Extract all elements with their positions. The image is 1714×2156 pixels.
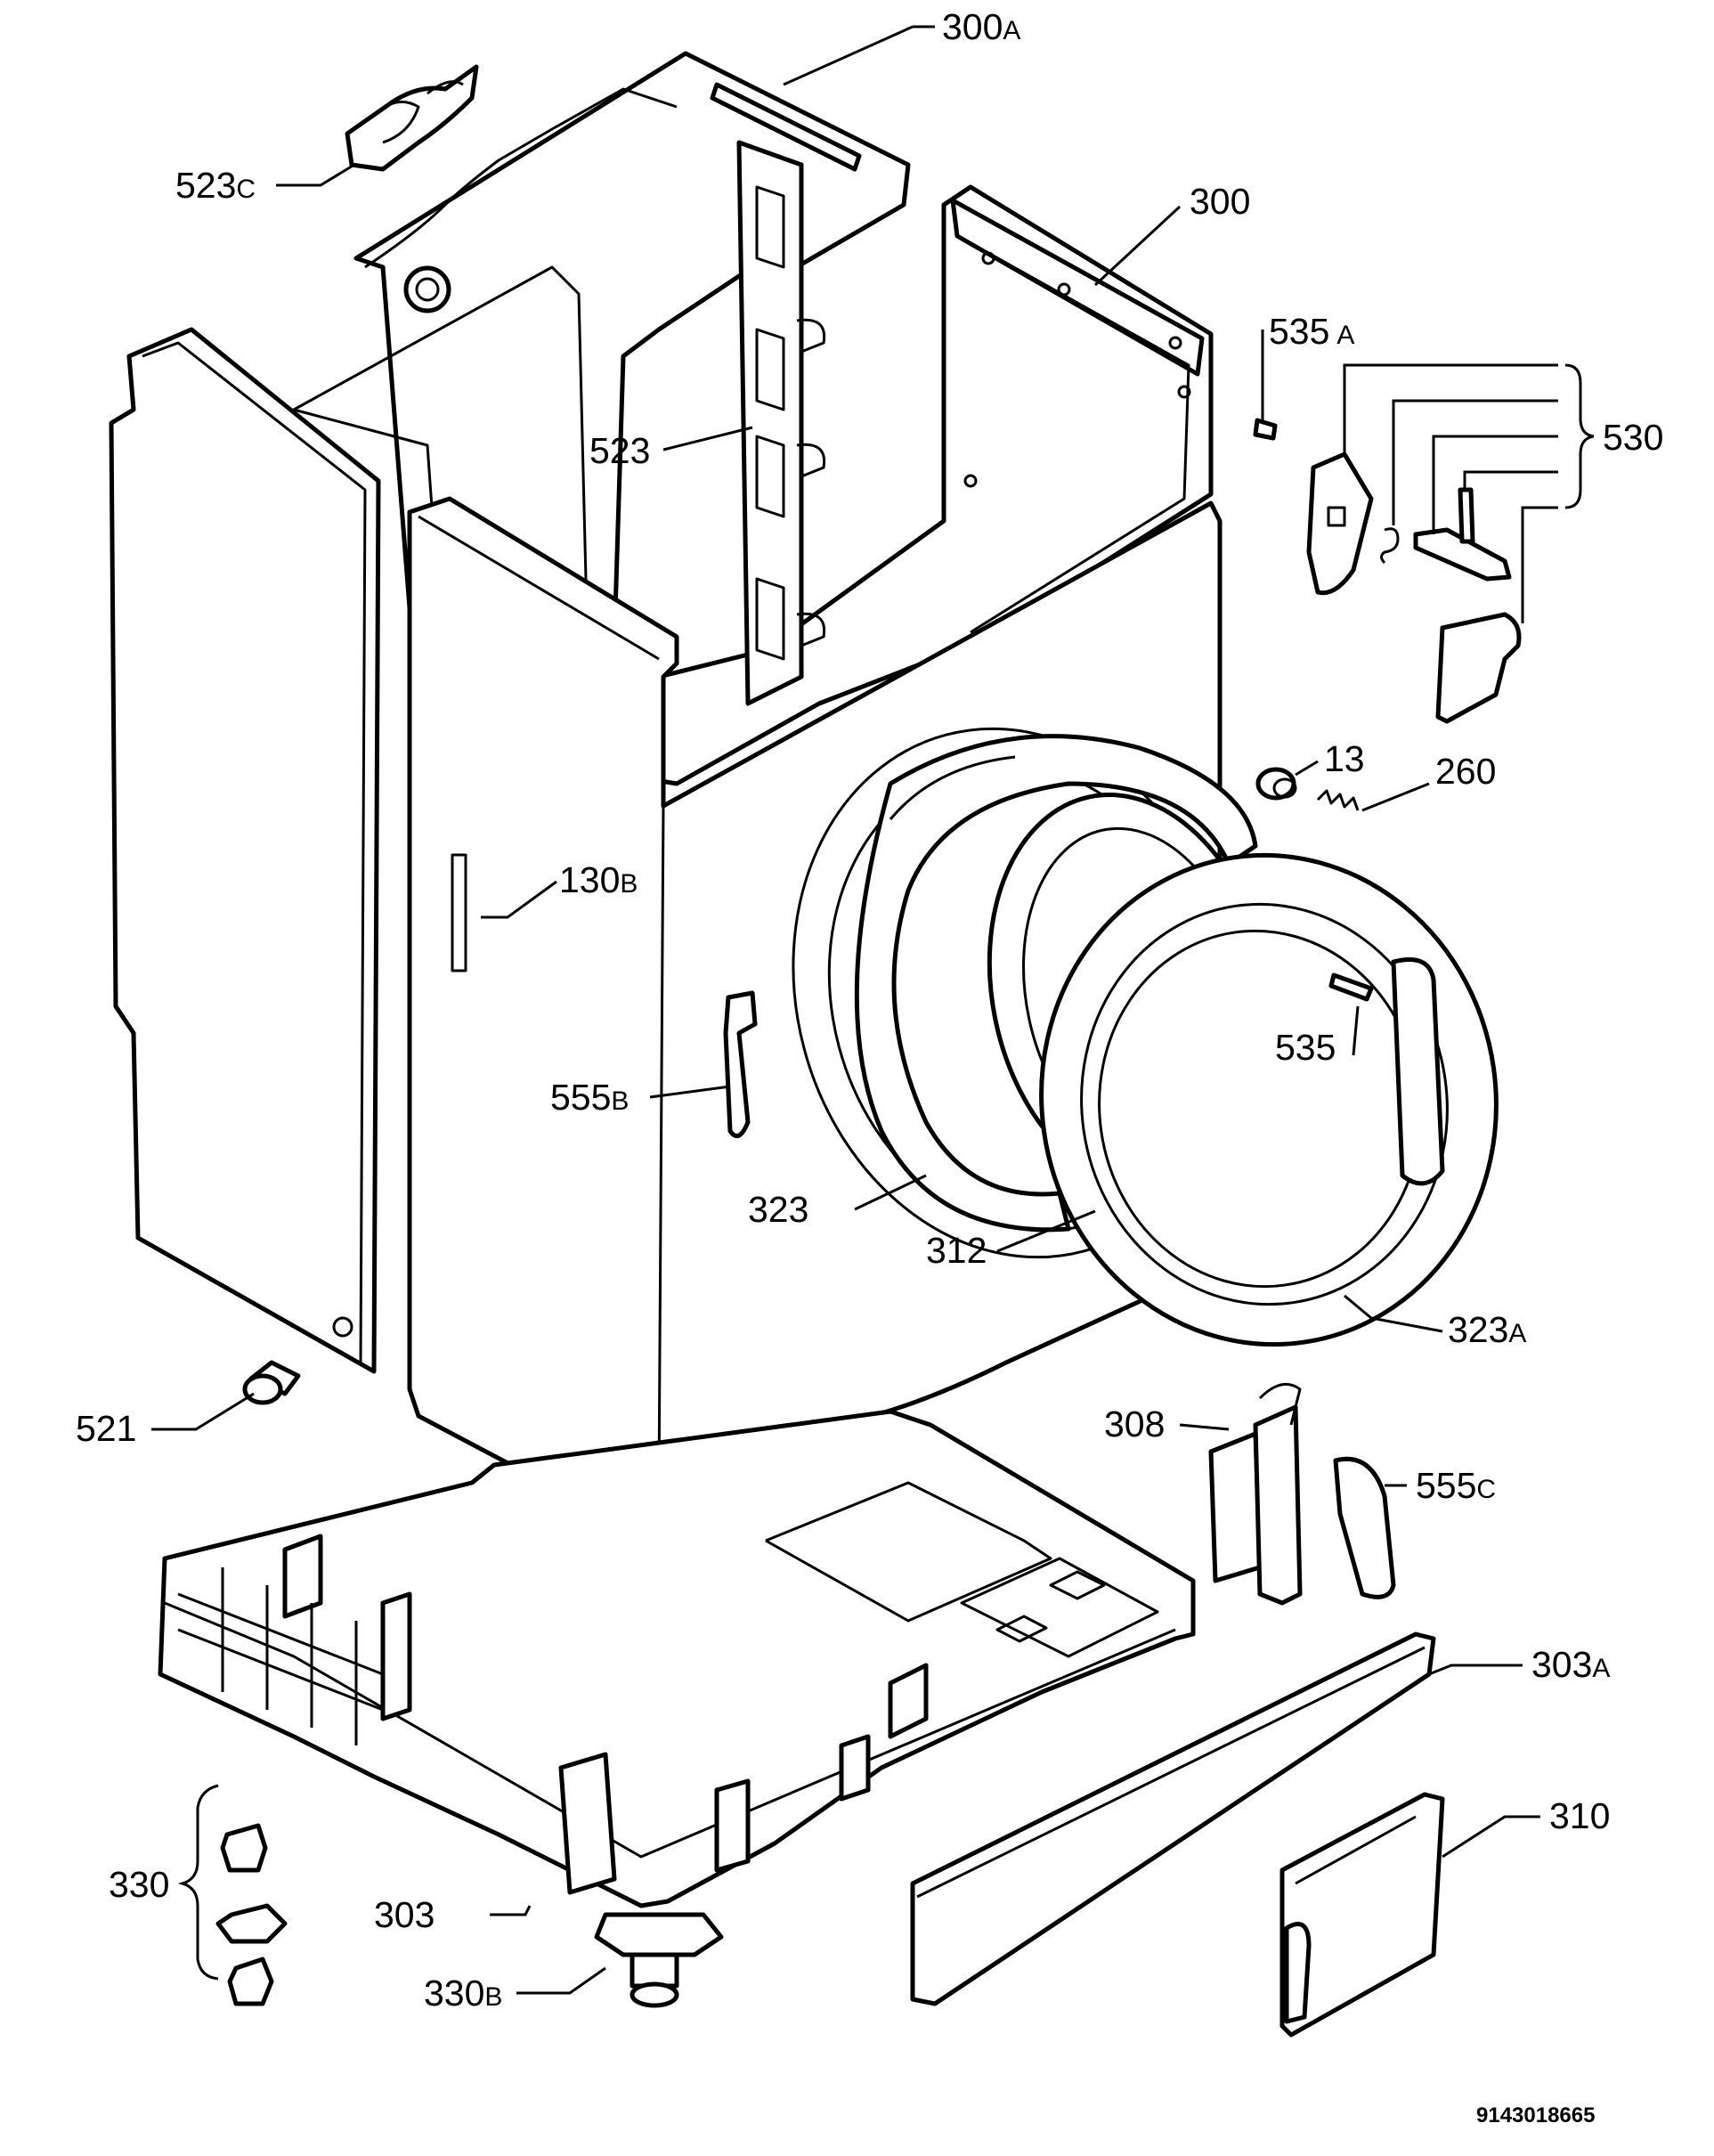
- clip-523c: [345, 64, 479, 172]
- callout-330: 330: [109, 1864, 169, 1905]
- callout-530: 530: [1603, 417, 1663, 458]
- lock-parts-530: [1253, 418, 1522, 724]
- document-number: 9143018665: [1476, 2103, 1595, 2128]
- callout-300a: 300A: [942, 6, 1020, 47]
- callout-312: 312: [926, 1230, 987, 1271]
- fixing-kit-330: [177, 1784, 288, 2006]
- flap-310: [1279, 1792, 1445, 2038]
- callout-521: 521: [76, 1408, 136, 1449]
- callout-300: 300: [1190, 181, 1250, 222]
- callout-13: 13: [1324, 738, 1365, 779]
- callout-323a: 323A: [1448, 1309, 1526, 1350]
- callout-523: 523: [589, 430, 650, 471]
- callout-555c: 555C: [1416, 1465, 1496, 1506]
- callout-523c: 523C: [175, 165, 256, 206]
- side-panel-left: [109, 327, 381, 1374]
- door-323a: [1039, 852, 1499, 1347]
- hinge-308: [1208, 1382, 1303, 1606]
- leader-lines: [151, 25, 1595, 1995]
- door-gasket-323: [854, 734, 1258, 1233]
- callout-260: 260: [1435, 751, 1496, 792]
- callout-303a: 303A: [1531, 1644, 1610, 1685]
- callout-323: 323: [748, 1189, 808, 1230]
- small-parts-13-260: [1255, 767, 1360, 811]
- callout-130b: 130B: [559, 859, 638, 900]
- screw-521: [242, 1360, 301, 1405]
- callout-535: 535: [1275, 1027, 1336, 1068]
- cover-555c: [1333, 1456, 1396, 1599]
- callout-308: 308: [1104, 1403, 1165, 1444]
- foot-330b: [594, 1912, 724, 2008]
- rear-bracket-523: [736, 140, 826, 706]
- callout-555b: 555B: [550, 1077, 629, 1118]
- callout-330b: 330B: [424, 1973, 502, 2014]
- base-frame-303: [158, 1409, 1196, 1908]
- callout-310: 310: [1549, 1795, 1610, 1836]
- callout-303: 303: [374, 1894, 435, 1935]
